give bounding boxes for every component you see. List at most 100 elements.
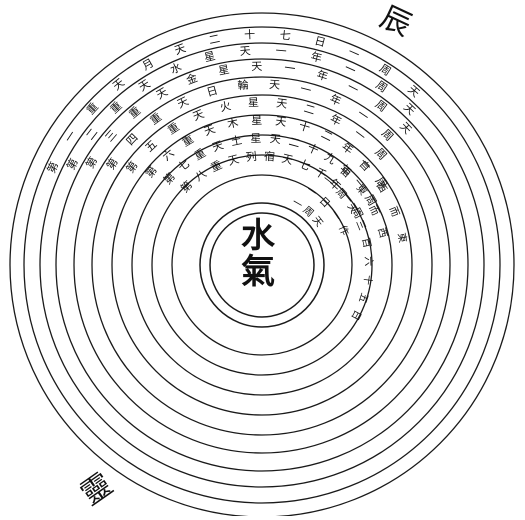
inner-label-char: 而 bbox=[387, 205, 402, 219]
inner-label-char: 一 bbox=[290, 197, 304, 212]
inner-label-char: 日 bbox=[348, 308, 362, 322]
corner-char-top: 辰 bbox=[375, 0, 417, 44]
ring-label-char: 天 bbox=[226, 153, 240, 168]
ring-11 bbox=[23, 26, 501, 504]
inner-label-char: 而 bbox=[366, 203, 381, 217]
ring-label-char: 金 bbox=[184, 70, 199, 87]
ring-label-char: 一 bbox=[342, 61, 357, 77]
ring-label-char: 火 bbox=[219, 99, 233, 114]
ring-label-char: 日 bbox=[205, 84, 219, 100]
ring-label-char: 天 bbox=[173, 41, 188, 57]
ring-label-char: 星 bbox=[203, 49, 217, 64]
ring-label-char: 年 bbox=[328, 111, 344, 128]
ring-label-char: 重 bbox=[208, 157, 224, 174]
ring-label-char: 周 bbox=[379, 127, 396, 144]
ring-label-char: 一 bbox=[284, 61, 297, 75]
ring-label-char: 天 bbox=[191, 107, 206, 123]
ring-label-char: 列 bbox=[245, 149, 257, 164]
inner-label-char: 五 bbox=[356, 291, 370, 304]
ring-label-char: 第 bbox=[103, 155, 121, 172]
ring-label-char: 第 bbox=[44, 159, 61, 175]
inner-label-char: 日 bbox=[317, 195, 332, 210]
ring-label-char: 日 bbox=[313, 34, 327, 49]
ring-9 bbox=[55, 58, 469, 472]
ring-label-char: 七 bbox=[176, 157, 193, 174]
ring-label-char: 天 bbox=[275, 115, 288, 129]
ring-label-char: 十 bbox=[297, 118, 312, 135]
ring-2 bbox=[199, 202, 325, 328]
ring-5 bbox=[131, 134, 393, 396]
ring-1 bbox=[209, 212, 315, 318]
ring-label-char: 宿 bbox=[264, 149, 276, 164]
ring-label-char: 第 bbox=[83, 154, 101, 171]
ring-label-char: 天 bbox=[397, 120, 414, 137]
ring-label-char: 二 bbox=[302, 102, 316, 118]
inner-label-char: 東 bbox=[395, 232, 410, 244]
inner-label-char: 六 bbox=[362, 256, 374, 266]
ring-label-8: 第八重天列宿天七千年一周 bbox=[177, 149, 365, 221]
ring-label-char: 周 bbox=[372, 146, 389, 163]
ring-label-char: 天 bbox=[276, 97, 289, 111]
ring-8 bbox=[73, 76, 451, 454]
ring-6 bbox=[111, 114, 413, 416]
inner-label-char: 天 bbox=[345, 202, 360, 216]
ring-label-char: 重 bbox=[126, 103, 143, 121]
ring-label-char: 第 bbox=[123, 158, 141, 175]
ring-label-char: 二 bbox=[288, 135, 302, 150]
ring-label-char: 四 bbox=[124, 131, 141, 148]
ring-7 bbox=[91, 94, 433, 436]
ring-label-char: 二 bbox=[319, 128, 335, 145]
ring-label-char: 天 bbox=[239, 44, 251, 58]
inner-label-char: 百 bbox=[359, 237, 373, 249]
ring-label-char: 天 bbox=[202, 122, 217, 138]
ring-label-char: 二 bbox=[208, 32, 221, 47]
ring-label-char: 星 bbox=[217, 63, 230, 78]
ring-label-char: 第 bbox=[63, 156, 81, 172]
corner-char-bottom: 靈 bbox=[75, 467, 120, 513]
ring-label-char: 周 bbox=[349, 205, 366, 221]
ring-label-char: 十 bbox=[305, 140, 321, 157]
ring-label-char: 第 bbox=[160, 170, 178, 188]
ring-3 bbox=[171, 174, 353, 356]
ring-10 bbox=[39, 42, 485, 488]
ring-label-char: 一 bbox=[346, 45, 361, 61]
ring-label-char: 六 bbox=[160, 147, 177, 164]
ring-label-char: 一 bbox=[299, 82, 313, 97]
center-char-water: 水 bbox=[241, 216, 276, 256]
ring-label-char: 三 bbox=[103, 127, 120, 144]
ring-label-char: 土 bbox=[230, 134, 243, 149]
center-element: 水 氣 bbox=[241, 216, 276, 292]
ring-label-char: 七 bbox=[279, 29, 291, 43]
ring-label-char: 天 bbox=[269, 132, 281, 146]
ring-label-char: 星 bbox=[251, 114, 262, 127]
ring-label-char: 七 bbox=[297, 157, 312, 173]
ring-label-char: 年 bbox=[328, 91, 344, 108]
inner-label-char: 西 bbox=[375, 227, 388, 240]
ring-label-char: 天 bbox=[251, 60, 262, 73]
ring-label-char: 一 bbox=[351, 127, 368, 144]
ring-label-char: 年 bbox=[339, 139, 356, 157]
ring-label-7: 第七重天土星天二十九年一周 bbox=[160, 132, 379, 208]
ring-label-char: 十 bbox=[244, 27, 256, 42]
ring-label-char: 星 bbox=[250, 132, 262, 146]
ring-label-char: 天 bbox=[175, 94, 191, 111]
ring-label-char: 天 bbox=[269, 78, 281, 92]
ring-label-char: 重 bbox=[147, 110, 164, 128]
ring-label-char: 五 bbox=[143, 138, 160, 155]
ring-label-char: 星 bbox=[248, 96, 260, 110]
ring-label-char: 重 bbox=[165, 119, 182, 137]
ring-label-3: 第三重天金星天一年一周天 bbox=[83, 60, 415, 171]
inner-label-char: 作 bbox=[336, 223, 351, 237]
ring-label-char: 天 bbox=[210, 138, 225, 154]
ring-label-char: 周 bbox=[373, 98, 390, 115]
ring-label-char: 水 bbox=[168, 60, 183, 76]
ring-label-char: 一 bbox=[275, 44, 287, 58]
inner-label-char: 天 bbox=[310, 215, 325, 230]
ring-4 bbox=[151, 154, 373, 376]
ring-label-char: 重 bbox=[179, 132, 196, 150]
inner-label-char: 三 bbox=[353, 219, 367, 232]
ring-label-char: 木 bbox=[226, 116, 239, 131]
ring-label-char: 九 bbox=[322, 150, 338, 167]
